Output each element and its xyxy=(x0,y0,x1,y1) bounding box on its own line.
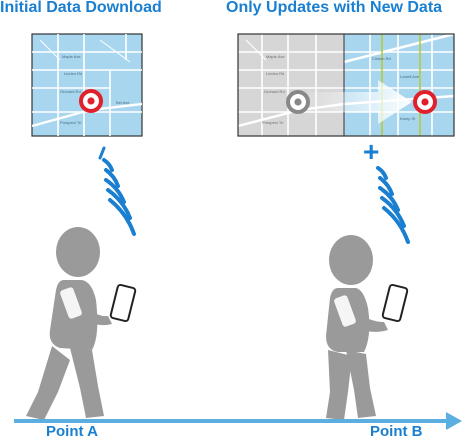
title-initial-download: Initial Data Download xyxy=(0,0,162,16)
svg-text:Maple Ave: Maple Ave xyxy=(62,54,81,59)
signal-waves-icon xyxy=(376,166,410,244)
svg-text:Linden Rd: Linden Rd xyxy=(266,71,284,76)
target-gray-icon xyxy=(286,90,310,114)
point-a-label: Point A xyxy=(46,423,98,440)
svg-text:Kamp St: Kamp St xyxy=(400,116,416,121)
target-icon xyxy=(413,90,437,114)
svg-text:Prospect Trl: Prospect Trl xyxy=(60,120,81,125)
transition-arrow xyxy=(300,80,412,124)
svg-text:Clinton Rd: Clinton Rd xyxy=(372,56,391,61)
svg-text:Maple Ave: Maple Ave xyxy=(266,54,285,59)
right-map: Maple Ave Linden Rd Orchard Rd Prospect … xyxy=(237,33,455,137)
svg-text:Prospect Trl: Prospect Trl xyxy=(262,120,283,125)
svg-text:Orchard Rd: Orchard Rd xyxy=(60,89,81,94)
svg-text:Linden Rd: Linden Rd xyxy=(64,71,82,76)
plus-sign: + xyxy=(363,136,379,167)
person-icon xyxy=(326,235,388,420)
phone-icon xyxy=(109,283,137,323)
title-updates: Only Updates with New Data xyxy=(226,0,443,16)
signal-waves-icon xyxy=(98,146,136,236)
target-icon xyxy=(79,89,103,113)
svg-text:Lowell Ave: Lowell Ave xyxy=(400,74,420,79)
left-map: Maple Ave Linden Rd Orchard Rd Prospect … xyxy=(31,33,143,137)
point-b-label: Point B xyxy=(370,423,423,440)
phone-icon xyxy=(381,283,409,323)
svg-text:Bel Ave: Bel Ave xyxy=(116,100,130,105)
person-icon xyxy=(26,227,112,420)
path-arrow xyxy=(14,412,462,430)
svg-text:Orchard Rd: Orchard Rd xyxy=(264,89,285,94)
